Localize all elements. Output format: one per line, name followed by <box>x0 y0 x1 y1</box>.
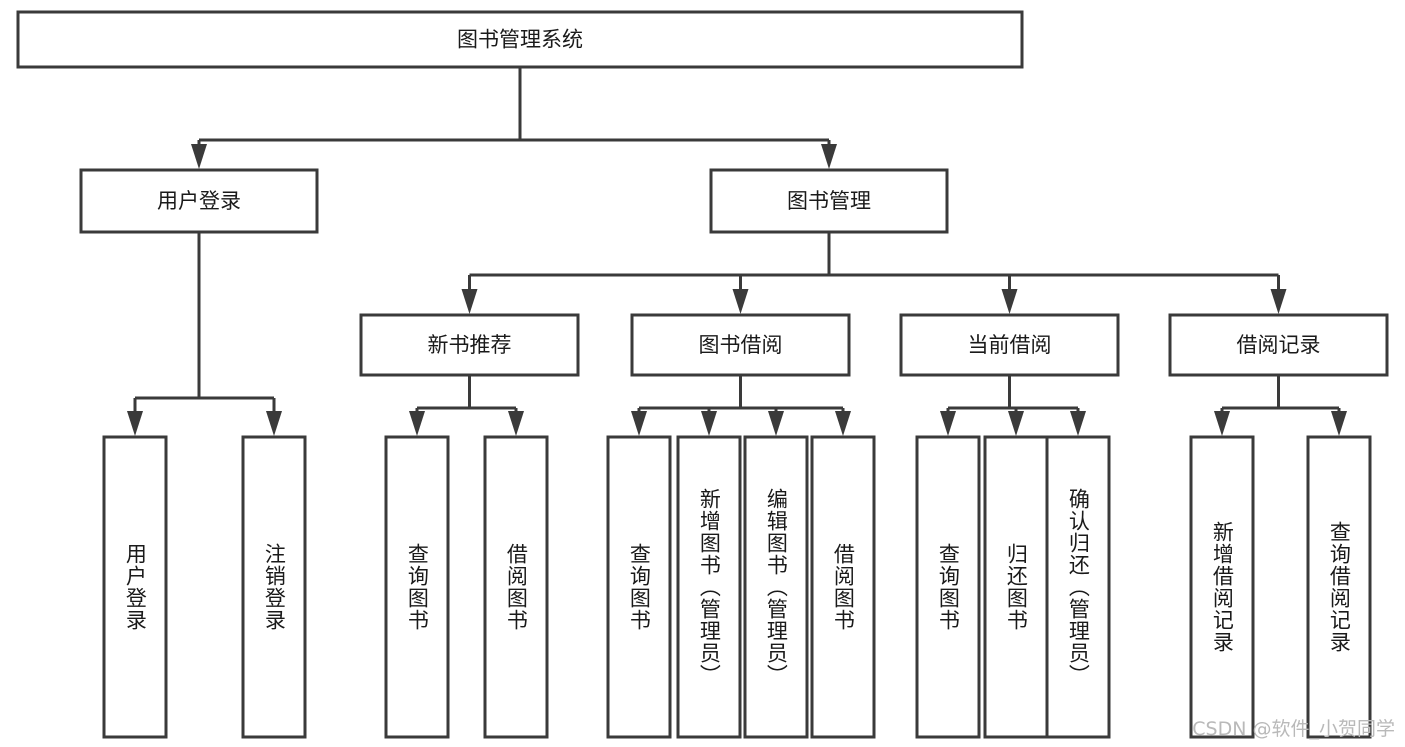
node-label-l3-1: 图书借阅 <box>699 333 783 357</box>
node-label-root: 图书管理系统 <box>457 28 583 52</box>
arrow-head-icon <box>191 144 207 169</box>
node-box-lf-4[interactable] <box>606 435 672 739</box>
arrow-head-icon <box>266 411 282 436</box>
node-box-lf-5[interactable] <box>676 435 742 739</box>
arrow-head-icon <box>631 411 647 436</box>
arrow-head-icon <box>409 411 425 436</box>
node-box-l3-2[interactable] <box>899 313 1120 377</box>
node-box-lf-10[interactable] <box>1045 435 1111 739</box>
arrow-head-icon <box>940 411 956 436</box>
node-label-l3-3: 借阅记录 <box>1237 333 1321 357</box>
node-label-l2-0: 用户登录 <box>157 189 241 213</box>
node-box-l2-0[interactable] <box>79 168 319 234</box>
node-box-lf-2[interactable] <box>384 435 450 739</box>
arrow-head-icon <box>821 144 837 169</box>
node-box-lf-12[interactable] <box>1306 435 1372 739</box>
node-box-l2-1[interactable] <box>709 168 949 234</box>
arrow-head-icon <box>1270 289 1287 314</box>
node-box-root[interactable] <box>16 10 1024 69</box>
node-box-lf-8[interactable] <box>915 435 981 739</box>
node-label-l3-0: 新书推荐 <box>428 333 512 357</box>
node-box-l3-3[interactable] <box>1168 313 1389 377</box>
arrow-head-icon <box>768 411 784 436</box>
node-box-lf-11[interactable] <box>1189 435 1255 739</box>
arrow-head-icon <box>461 289 478 314</box>
node-box-lf-1[interactable] <box>241 435 307 739</box>
node-box-l3-1[interactable] <box>630 313 851 377</box>
arrow-head-icon <box>1001 289 1018 314</box>
node-box-lf-6[interactable] <box>743 435 809 739</box>
node-box-lf-9[interactable] <box>983 435 1049 739</box>
arrow-head-icon <box>1331 411 1347 436</box>
arrow-head-icon <box>701 411 717 436</box>
node-label-l2-1: 图书管理 <box>787 189 871 213</box>
arrow-head-icon <box>508 411 524 436</box>
arrow-head-icon <box>835 411 851 436</box>
connector-layer <box>127 67 1347 436</box>
node-label-l3-2: 当前借阅 <box>968 333 1052 357</box>
arrow-head-icon <box>1070 411 1086 436</box>
node-box-lf-0[interactable] <box>102 435 168 739</box>
arrow-head-icon <box>1214 411 1230 436</box>
node-layer <box>16 10 1389 739</box>
arrow-head-icon <box>1008 411 1024 436</box>
node-box-lf-3[interactable] <box>483 435 549 739</box>
arrow-head-icon <box>732 289 749 314</box>
node-box-lf-7[interactable] <box>810 435 876 739</box>
arrow-head-icon <box>127 411 143 436</box>
node-box-l3-0[interactable] <box>359 313 580 377</box>
